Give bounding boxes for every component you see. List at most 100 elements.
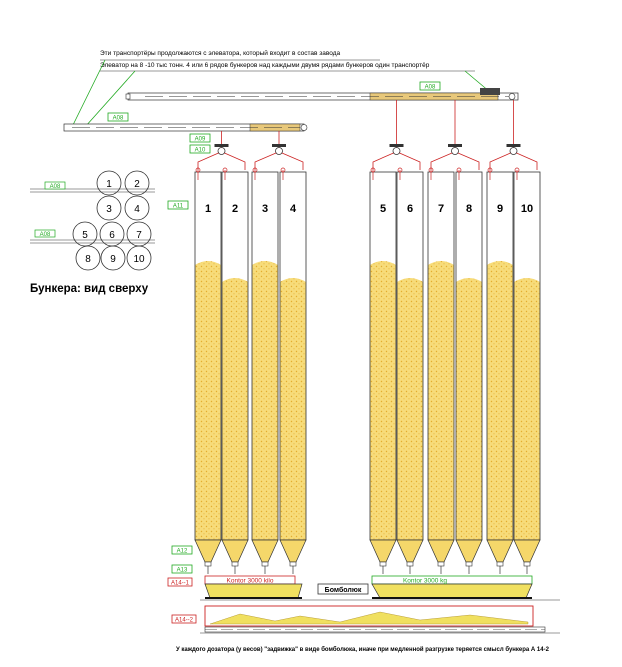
note-line-2: Элеватор на 8 -10 тыс тонн. 4 или 6 рядо… [100, 61, 430, 69]
distributor-top [448, 144, 462, 147]
silo-cone [455, 539, 483, 563]
topview-label-8: 8 [85, 254, 91, 265]
note-line-1: Эти транспортёры продолжаются с элеватор… [100, 49, 341, 57]
silo-cone [369, 539, 397, 563]
silo-grain [514, 278, 540, 540]
silo-3: 3 [251, 167, 279, 574]
silo-grain [195, 261, 221, 540]
tag-a09 [189, 133, 211, 143]
distributor-top [389, 144, 404, 147]
distributor-valve [217, 147, 226, 155]
tag-a08-topview-1: А08 [50, 184, 61, 190]
silo-7: 7 [427, 167, 455, 574]
bomb-door-box [317, 583, 369, 595]
silo-grain [428, 261, 454, 540]
topview-label-5: 5 [82, 230, 88, 241]
footer-note: У каждого дозатора (у весов) "задвижка" … [176, 646, 550, 653]
silo-cone [251, 539, 279, 563]
silo-5: 5 [369, 167, 397, 574]
topview-label-10: 10 [133, 254, 145, 265]
silo-cone [427, 539, 455, 563]
topview-label-7: 7 [136, 230, 142, 241]
distributor-arm-left [430, 152, 453, 170]
tag-a13-label: А13 [177, 568, 188, 574]
silo-outlet [289, 561, 297, 567]
distributor-1 [197, 131, 246, 170]
silo-outlet [523, 561, 531, 567]
distributor-arm-left [489, 152, 511, 170]
lower-bunker [200, 599, 560, 634]
distributor-3 [372, 100, 421, 170]
silo-label-7: 7 [438, 203, 444, 215]
tag-a14-1 [167, 577, 193, 587]
silo-outlet [231, 561, 239, 567]
topview-circle-10 [126, 245, 152, 271]
distributor-arm-right [457, 152, 480, 170]
silo-label-10: 10 [521, 203, 533, 215]
topview-circle-1 [96, 170, 122, 196]
scale-right [371, 575, 533, 599]
lower-conveyor [63, 123, 308, 132]
distributor-valve [392, 147, 401, 155]
tag-a08-top-label: А08 [425, 85, 436, 91]
silo-label-1: 1 [205, 203, 211, 215]
topview-label-2: 2 [134, 179, 140, 190]
distributor-4 [430, 100, 480, 170]
silo-cone [279, 539, 307, 563]
distributor-valve [275, 147, 283, 155]
silo-cone [221, 539, 249, 563]
tag-a08-top [419, 81, 441, 91]
silo-10: 10 [513, 167, 541, 574]
tag-a08-lower [107, 112, 129, 122]
tag-a12-label: А12 [177, 549, 188, 555]
silo-outlet [437, 561, 445, 567]
distributor-arm-right [281, 152, 304, 170]
silo-outlet [465, 561, 473, 567]
silo-cone [396, 539, 424, 563]
silo-group: 1 2 3 4 5 6 7 8 9 10 [194, 100, 541, 574]
silo-label-5: 5 [380, 203, 386, 215]
distributor-top [214, 144, 229, 147]
silo-9: 9 [486, 167, 514, 574]
silo-cone [194, 539, 222, 563]
silo-6: 6 [396, 167, 424, 574]
tag-a14-2-label: А14--2 [175, 618, 194, 624]
distributor-top [506, 144, 521, 147]
leader-line [84, 70, 136, 128]
leader-line [71, 59, 106, 128]
tag-a11-label: А11 [173, 204, 184, 210]
distributor-valve [451, 147, 459, 155]
silo-outlet [496, 561, 504, 567]
silo-label-4: 4 [290, 203, 297, 215]
distributor-arm-right [516, 152, 538, 170]
silo-grain [487, 261, 513, 540]
bomb-door-label: Бомболюк [325, 586, 362, 594]
tag-a14-2 [171, 614, 197, 624]
topview-circle-9 [100, 245, 126, 271]
distributor-arm-right [399, 152, 421, 170]
silo-grain [252, 261, 278, 540]
silo-label-8: 8 [466, 203, 472, 215]
silo-label-2: 2 [232, 203, 238, 215]
scale-right-label: Kontor 3000 kg [403, 578, 447, 585]
silo-outlet [204, 561, 212, 567]
silo-outlet [261, 561, 269, 567]
top-view: А08 А08 [30, 181, 155, 244]
distributor-top [272, 144, 286, 147]
upper-conveyor [125, 88, 519, 101]
topview-title: Бункера: вид сверху [30, 283, 149, 295]
silo-label-3: 3 [262, 203, 268, 215]
silo-cone [513, 539, 541, 563]
topview-label-1: 1 [106, 179, 112, 190]
silo-label-9: 9 [497, 203, 503, 215]
silo-label-6: 6 [407, 203, 413, 215]
tag-a14-1-label: А14--1 [171, 581, 190, 587]
silo-grain [397, 278, 423, 540]
silo-outlet [379, 561, 387, 567]
topview-label-3: 3 [106, 204, 112, 215]
tag-a13 [171, 564, 193, 574]
tag-a11 [167, 200, 189, 210]
distributor-arm-left [254, 152, 277, 170]
tag-a09-label: А09 [195, 137, 206, 143]
